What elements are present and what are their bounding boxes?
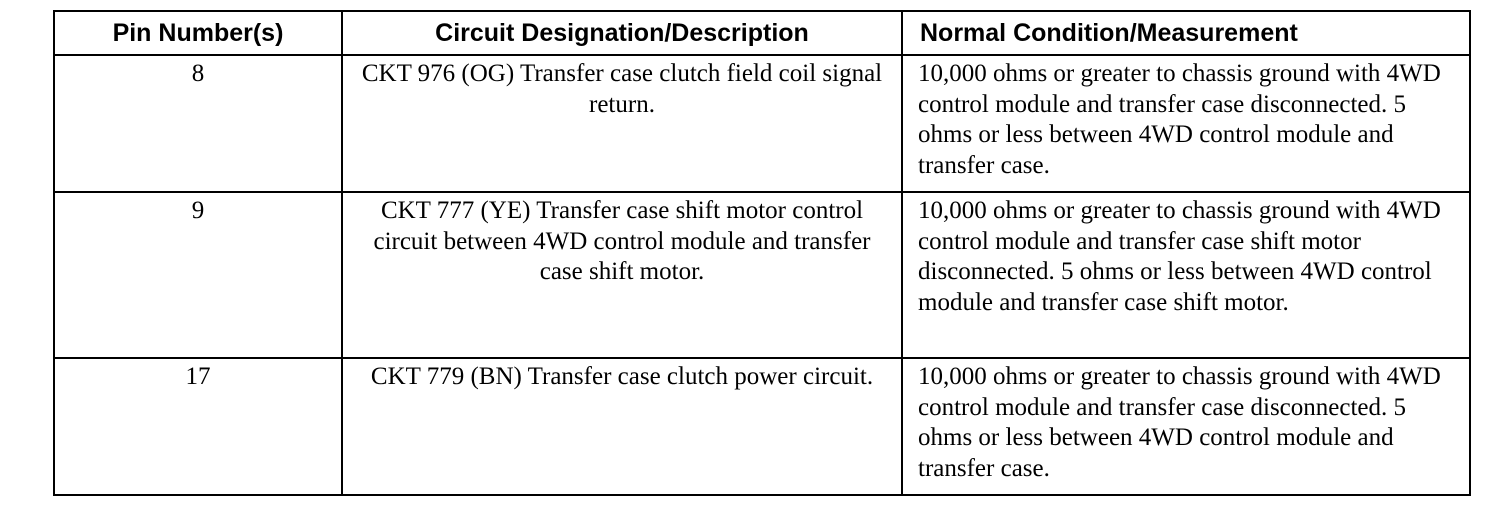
- cell-pin: 17: [53, 357, 343, 496]
- table-body: 8 CKT 976 (OG) Transfer case clutch fiel…: [53, 54, 1471, 496]
- table-header: Pin Number(s) Circuit Designation/Descri…: [53, 10, 1471, 56]
- header-circuit-description: Circuit Designation/Description: [341, 10, 903, 56]
- table-row: 17 CKT 779 (BN) Transfer case clutch pow…: [53, 357, 1471, 496]
- table-row: 9 CKT 777 (YE) Transfer case shift motor…: [53, 191, 1471, 359]
- cell-circuit: CKT 777 (YE) Transfer case shift motor c…: [341, 191, 903, 359]
- header-pin-numbers: Pin Number(s): [53, 10, 343, 56]
- header-row: Pin Number(s) Circuit Designation/Descri…: [53, 10, 1471, 56]
- pinout-table-container: Pin Number(s) Circuit Designation/Descri…: [53, 10, 1471, 496]
- cell-circuit: CKT 976 (OG) Transfer case clutch field …: [341, 54, 903, 193]
- cell-normal: 10,000 ohms or greater to chassis ground…: [901, 191, 1471, 359]
- table-row: 8 CKT 976 (OG) Transfer case clutch fiel…: [53, 54, 1471, 193]
- cell-normal: 10,000 ohms or greater to chassis ground…: [901, 357, 1471, 496]
- cell-pin: 8: [53, 54, 343, 193]
- header-normal-condition: Normal Condition/Measurement: [901, 10, 1471, 56]
- cell-normal: 10,000 ohms or greater to chassis ground…: [901, 54, 1471, 193]
- pinout-table: Pin Number(s) Circuit Designation/Descri…: [53, 10, 1471, 496]
- cell-circuit: CKT 779 (BN) Transfer case clutch power …: [341, 357, 903, 496]
- cell-pin: 9: [53, 191, 343, 359]
